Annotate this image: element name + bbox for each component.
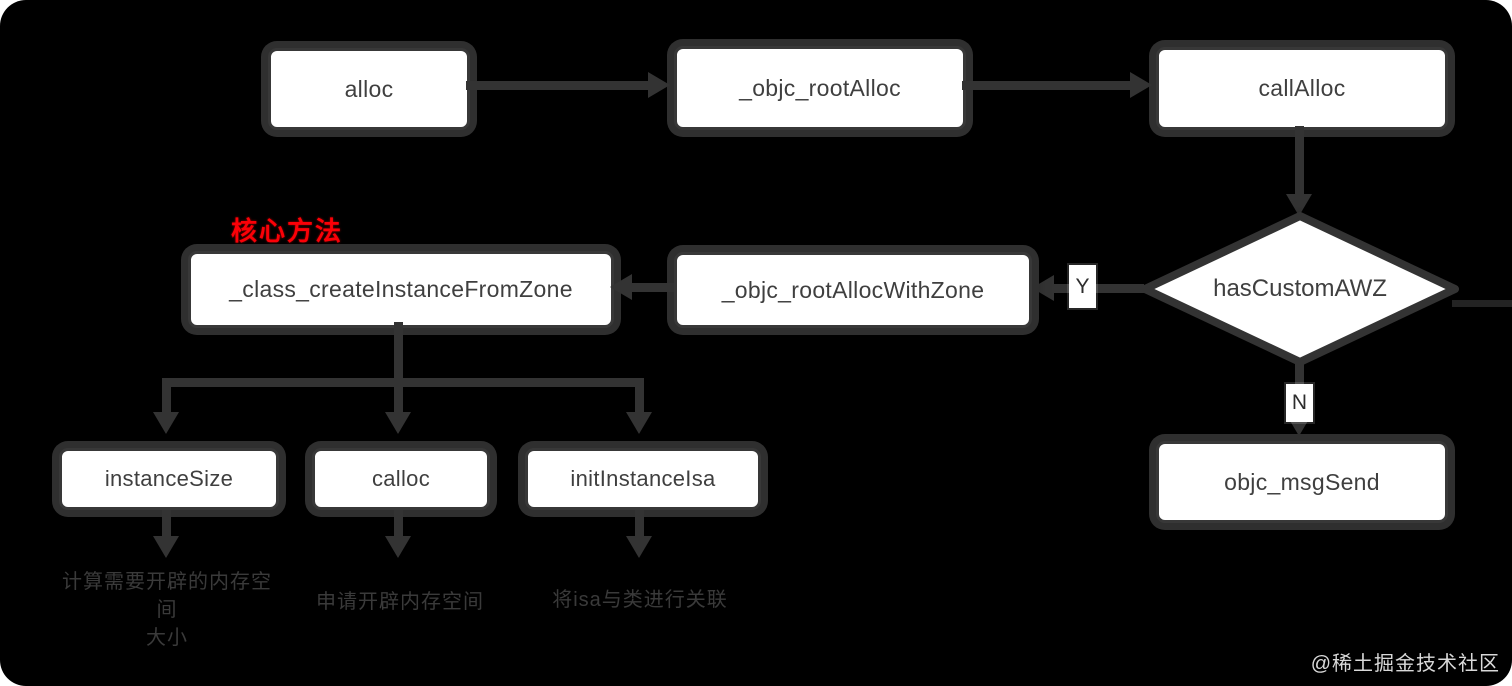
edge-alloc-to-rootalloc	[466, 81, 650, 90]
core-method-annotation: 核心方法	[231, 216, 344, 246]
arrowhead-down-icon	[626, 412, 652, 434]
arrowhead-down-icon	[153, 412, 179, 434]
edge-calloc-to-note	[394, 510, 403, 538]
arrowhead-down-icon	[153, 536, 179, 558]
diamond-shape	[1141, 212, 1459, 366]
connector-drop-calloc	[394, 378, 403, 414]
watermark: @稀土掘金技术社区	[1310, 653, 1500, 675]
branch-label-no: N	[1286, 384, 1313, 422]
note-instance-size-line2: 大小	[146, 627, 188, 649]
arrowhead-left-icon	[610, 274, 632, 300]
edge-withzone-to-createinstance	[628, 283, 674, 292]
connector-stem	[394, 322, 403, 382]
note-init-instance-isa: 将isa与类进行关联	[552, 589, 728, 611]
arrowhead-right-icon	[1130, 72, 1152, 98]
arrowhead-right-icon	[648, 72, 670, 98]
connector-crossbar	[162, 378, 644, 387]
edge-initinstanceisa-to-note	[635, 510, 644, 538]
node-init-instance-isa: initInstanceIsa	[525, 448, 761, 510]
diamond-label: hasCustomAWZ	[1213, 275, 1387, 302]
node-call-alloc: callAlloc	[1156, 47, 1448, 130]
connector-drop-initinstanceisa	[635, 378, 644, 414]
decision-has-custom-awz: hasCustomAWZ	[1140, 211, 1460, 367]
edge-diamond-right-offscreen	[1452, 300, 1512, 307]
note-instance-size: 计算需要开辟的内存空间 大小	[52, 568, 282, 652]
node-objc-root-alloc-with-zone: _objc_rootAllocWithZone	[674, 252, 1032, 328]
note-calloc: 申请开辟内存空间	[316, 591, 484, 613]
arrowhead-down-icon	[385, 536, 411, 558]
arrowhead-down-icon	[1286, 194, 1312, 216]
edge-callalloc-to-hascustomawz	[1295, 126, 1304, 196]
node-objc-msgsend: objc_msgSend	[1156, 441, 1448, 523]
edge-yes-branch	[1052, 284, 1144, 293]
connector-drop-instancesize	[162, 378, 171, 414]
note-instance-size-line1: 计算需要开辟的内存空间	[62, 571, 272, 621]
node-objc-root-alloc: _objc_rootAlloc	[674, 46, 966, 130]
arrowhead-down-icon	[385, 412, 411, 434]
branch-label-yes: Y	[1069, 265, 1096, 308]
arrowhead-down-icon	[626, 536, 652, 558]
node-alloc: alloc	[268, 48, 470, 130]
edge-rootalloc-to-callalloc	[962, 81, 1132, 90]
node-calloc: calloc	[312, 448, 490, 510]
edge-instancesize-to-note	[162, 510, 171, 538]
node-instance-size: instanceSize	[59, 448, 279, 510]
arrowhead-left-icon	[1032, 275, 1054, 301]
node-class-create-instance-from-zone: _class_createInstanceFromZone	[188, 251, 614, 328]
